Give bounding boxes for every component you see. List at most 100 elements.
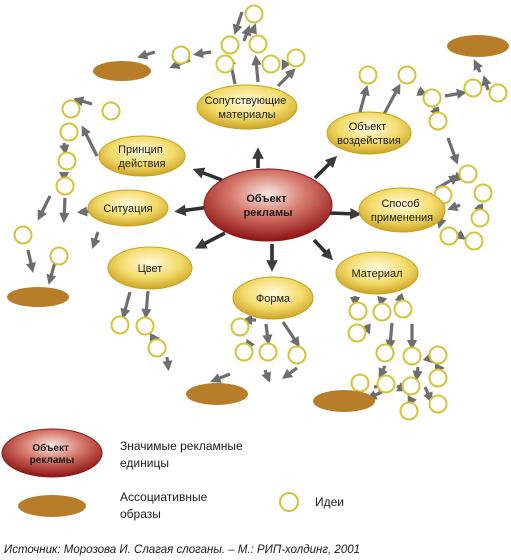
arrow <box>481 75 492 91</box>
arrow <box>241 25 252 42</box>
svg-text:Объект воздействия: Объект воздействия <box>337 121 401 147</box>
idea-circle <box>428 111 448 131</box>
source-caption: Источник: Морозова И. Слагая слоганы. – … <box>4 544 360 556</box>
idea-circle <box>248 34 268 54</box>
associative-image <box>93 61 151 81</box>
arrow <box>447 201 461 211</box>
idea-circle <box>347 323 367 343</box>
arrow <box>261 369 271 383</box>
arrow <box>446 137 460 165</box>
node-sposob-primeneniya: Способ применения <box>358 187 446 233</box>
arrow <box>422 352 434 364</box>
arrow <box>262 323 273 346</box>
idea-circle <box>350 373 370 393</box>
arrow <box>416 86 428 96</box>
idea-circle <box>286 48 306 68</box>
arrow <box>407 395 417 407</box>
node-situaciya: Ситуация <box>87 189 169 227</box>
arrows-layer <box>25 11 492 407</box>
idea-circle <box>439 226 459 246</box>
arrow <box>381 83 401 117</box>
legend-center-sample: Объект рекламы <box>1 428 103 478</box>
center-line-1: Объект <box>246 193 287 205</box>
associative-image <box>7 287 69 307</box>
svg-text:Цвет: Цвет <box>138 263 163 275</box>
associative-image <box>447 35 509 57</box>
arrow <box>329 208 362 220</box>
legend-significant-units: Значимые рекламные единицы <box>120 439 246 470</box>
node-material: Материал <box>335 251 419 295</box>
idea-circle <box>110 315 130 335</box>
associative-image <box>313 390 375 412</box>
arrow <box>194 231 226 249</box>
idea-circle <box>147 338 167 358</box>
svg-text:Способ применения: Способ применения <box>371 198 433 224</box>
svg-text:Объект рекламы: Объект рекламы <box>243 193 292 219</box>
legend-brown-ellipse <box>18 495 86 517</box>
idea-circle <box>135 316 155 336</box>
idea-circle <box>428 394 448 414</box>
arrow <box>276 68 296 88</box>
idea-circle <box>428 368 448 388</box>
svg-text:Объект рекламы: Объект рекламы <box>30 442 75 466</box>
idea-circle <box>470 208 490 228</box>
idea-circle <box>464 231 484 251</box>
arrow <box>281 321 300 348</box>
arrow <box>81 125 99 157</box>
arrow <box>141 290 152 320</box>
idea-circle <box>258 342 278 362</box>
svg-text:Материал: Материал <box>352 268 403 280</box>
idea-circle <box>261 54 281 74</box>
arrow <box>162 356 173 372</box>
arrow <box>281 59 291 71</box>
arrow <box>137 49 156 60</box>
arrow <box>59 197 70 224</box>
idea-circle <box>375 343 395 363</box>
legend-ideas: Идеи <box>315 495 344 509</box>
idea-circle <box>348 301 368 321</box>
idea-circle <box>358 65 378 85</box>
arrow <box>473 59 483 73</box>
arrow <box>366 390 383 400</box>
legend-associative-images: Ассоциативные образы <box>120 490 211 521</box>
associative-image <box>186 383 248 405</box>
idea-circle <box>13 225 33 245</box>
arrow <box>25 249 36 273</box>
idea-circle <box>230 317 250 337</box>
idea-circle <box>458 164 478 184</box>
arrow <box>73 96 93 107</box>
ideas-layer <box>13 4 508 421</box>
node-obekt-vozdeistviya: Объект воздействия <box>326 111 412 155</box>
arrow <box>361 323 371 335</box>
node-soputstvuyushchie-materialy: Сопутствующие материалы <box>196 84 298 130</box>
svg-text:Сопутствующие материалы: Сопутствующие материалы <box>205 95 290 121</box>
idea-circle <box>234 342 254 362</box>
arrow <box>232 11 244 35</box>
idea-circle <box>473 183 493 203</box>
arrow <box>90 231 101 249</box>
idea-circle <box>287 345 307 365</box>
arrow <box>46 261 57 285</box>
arrow <box>385 322 396 351</box>
arrow <box>378 365 388 379</box>
idea-circle <box>101 101 121 121</box>
idea-circle <box>422 88 442 108</box>
arrow <box>247 23 257 35</box>
node-princip-deistviya: Принцип действия <box>98 135 186 177</box>
idea-circle <box>59 122 79 142</box>
idea-circle <box>397 65 417 85</box>
node-cvet: Цвет <box>107 246 193 290</box>
arrow <box>281 366 298 380</box>
svg-text:Принцип действия: Принцип действия <box>118 144 166 170</box>
idea-circle <box>372 302 392 322</box>
idea-circle <box>171 45 191 65</box>
idea-circle <box>428 345 448 365</box>
node-forma: Форма <box>232 276 314 320</box>
idea-circle <box>55 176 75 196</box>
arrow <box>312 238 333 261</box>
idea-circle <box>399 401 419 421</box>
idea-circle <box>220 35 240 55</box>
center-node: Объект рекламы <box>203 168 333 242</box>
legend-idea-ring <box>279 492 299 512</box>
